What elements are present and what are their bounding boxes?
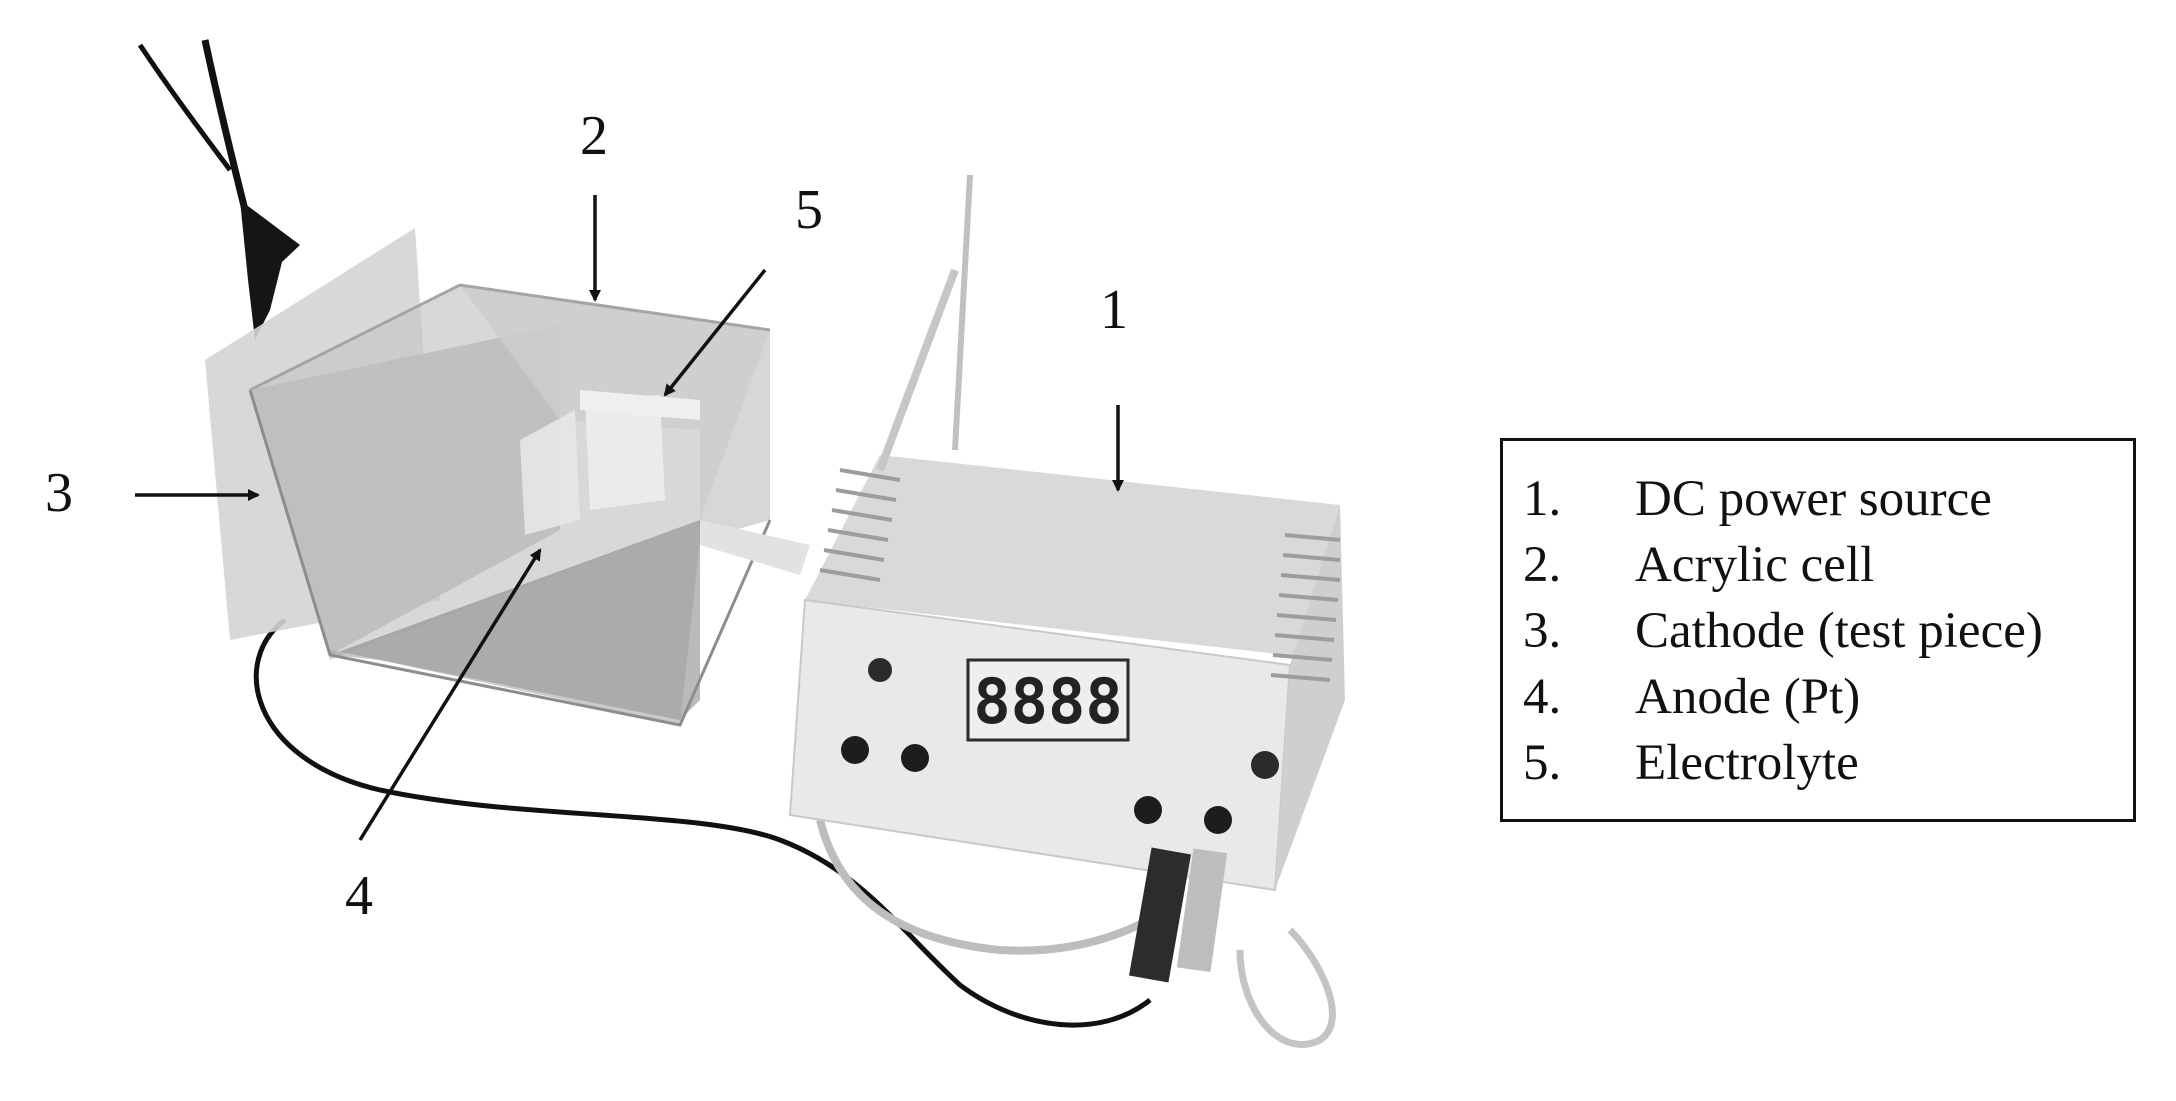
spare-wire — [1236, 927, 1336, 1048]
legend-item-label: DC power source — [1635, 471, 1992, 527]
arrow-4 — [358, 548, 542, 841]
legend-item-number: 3. — [1523, 603, 1562, 659]
dc-power-source: 8888 — [788, 174, 1345, 983]
legend-item-number: 5. — [1523, 735, 1562, 791]
legend-item: 3. Cathode (test piece) — [1523, 599, 2043, 663]
terminal-icon — [841, 736, 869, 764]
legend-item-number: 1. — [1523, 471, 1562, 527]
terminal-icon — [901, 744, 929, 772]
legend-item: 5. Electrolyte — [1523, 731, 1859, 795]
callout-4: 4 — [345, 865, 373, 927]
legend-item: 4. Anode (Pt) — [1523, 665, 1860, 729]
callout-5: 5 — [795, 179, 823, 241]
legend-item-number: 4. — [1523, 669, 1562, 725]
legend-item-label: Cathode (test piece) — [1635, 603, 2043, 659]
acrylic-cell — [205, 228, 810, 727]
knob-icon — [868, 658, 892, 682]
callout-2: 2 — [580, 105, 608, 167]
anode-wire — [816, 819, 1183, 955]
legend-item-label: Anode (Pt) — [1635, 669, 1861, 725]
terminal-icon — [1134, 796, 1162, 824]
legend-box: 1. DC power source 2. Acrylic cell 3. Catho… — [1500, 438, 2136, 822]
legend-item-number: 2. — [1523, 537, 1562, 593]
arrow-5 — [663, 268, 767, 397]
legend-item: 2. Acrylic cell — [1523, 533, 1874, 597]
knob-icon — [1251, 751, 1279, 779]
cathode-wire — [253, 617, 1152, 1028]
callout-1: 1 — [1100, 279, 1128, 341]
legend-item-label: Acrylic cell — [1635, 537, 1875, 593]
terminal-icon — [1204, 806, 1232, 834]
digital-display — [966, 658, 1130, 742]
legend-item-label: Electrolyte — [1635, 735, 1859, 791]
crocodile-clip — [137, 39, 300, 340]
display-digits: 8888 — [973, 665, 1122, 738]
callout-3: 3 — [45, 462, 73, 524]
legend-item: 1. DC power source — [1523, 467, 1992, 531]
